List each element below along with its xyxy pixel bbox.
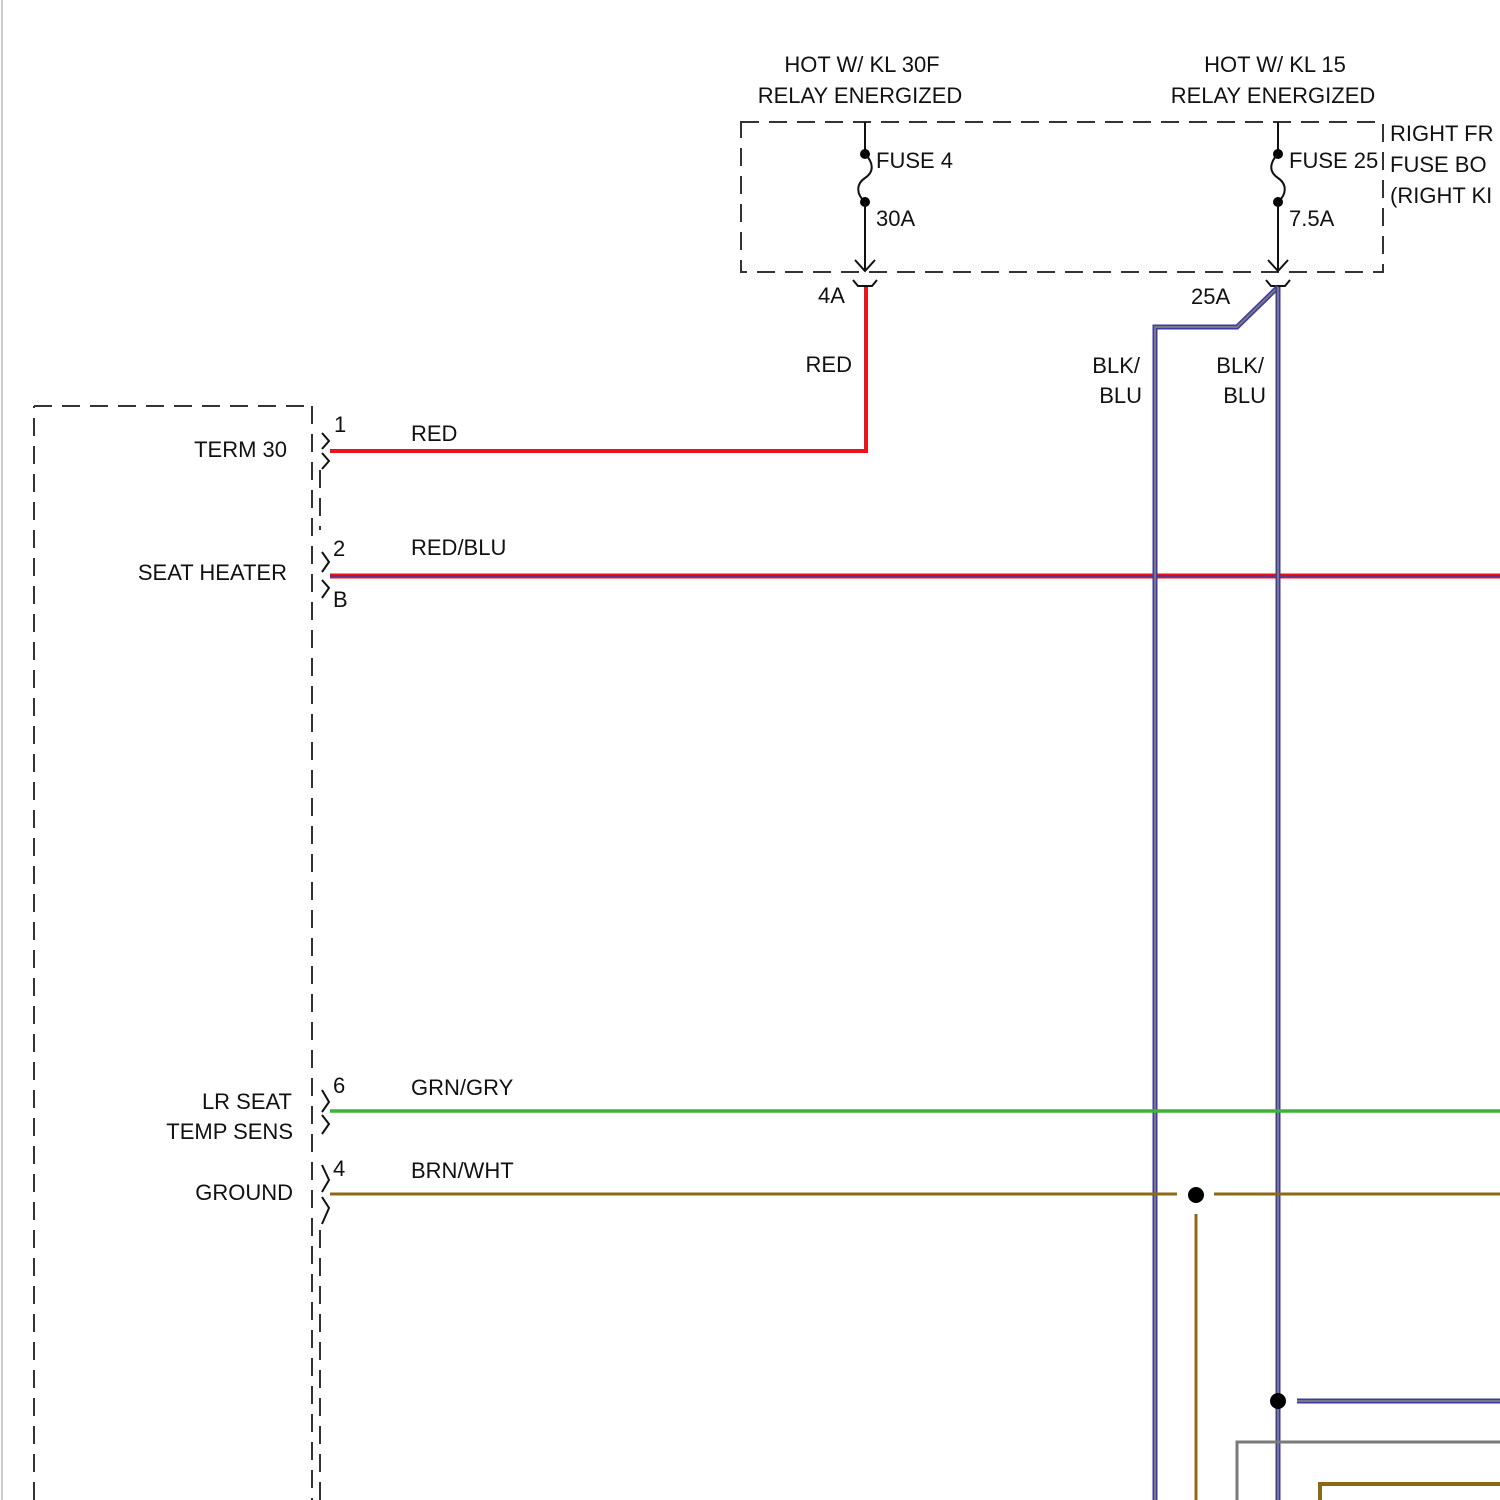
pin-brackets xyxy=(322,433,329,1224)
feed-label-kl30f-line2: RELAY ENERGIZED xyxy=(758,83,963,108)
pin-1-number: 1 xyxy=(334,412,346,437)
pin-2-wire-label: RED/BLU xyxy=(411,535,506,560)
fuse-box-outline xyxy=(741,122,1383,272)
wire-label-red-vertical: RED xyxy=(806,352,852,377)
fuse-4-name: FUSE 4 xyxy=(876,148,953,173)
pin-4-wire-label: BRN/WHT xyxy=(411,1158,514,1183)
wire-label-blkblu-right-1: BLK/ xyxy=(1216,353,1265,378)
pin-4-number: 4 xyxy=(333,1156,345,1181)
fuse-25-name: FUSE 25 xyxy=(1289,148,1378,173)
fuse-4-terminal: 4A xyxy=(818,283,845,308)
fuse-25-symbol xyxy=(1266,122,1290,286)
fuse-4-symbol xyxy=(853,122,877,286)
wire-label-blkblu-left-2: BLU xyxy=(1099,383,1142,408)
fuse-25-terminal: 25A xyxy=(1191,284,1230,309)
feed-label-kl15-line2: RELAY ENERGIZED xyxy=(1171,83,1376,108)
feed-label-kl30f-line1: HOT W/ KL 30F xyxy=(784,52,939,77)
pin-2-connector: B xyxy=(333,587,348,612)
brown-component-outline xyxy=(1320,1484,1500,1500)
wire-label-blkblu-left-1: BLK/ xyxy=(1092,353,1141,378)
pin-6-wire-label: GRN/GRY xyxy=(411,1075,514,1100)
splice-dot-blu xyxy=(1270,1393,1286,1409)
pin-6-name-line1: LR SEAT xyxy=(202,1089,292,1114)
fuse-box-label-line3: (RIGHT KI xyxy=(1390,183,1492,208)
fuse-box-label-line1: RIGHT FR xyxy=(1390,121,1493,146)
wire-blk-blu-left xyxy=(1155,287,1278,1500)
pin-4-name: GROUND xyxy=(195,1180,293,1205)
feed-label-kl15-line1: HOT W/ KL 15 xyxy=(1204,52,1346,77)
fuse-box-label-line2: FUSE BO xyxy=(1390,152,1487,177)
pin-1-name: TERM 30 xyxy=(194,437,287,462)
wire-brn-wht xyxy=(330,1194,1500,1500)
splice-dot-ground xyxy=(1188,1187,1204,1203)
wire-label-blkblu-right-2: BLU xyxy=(1223,383,1266,408)
pin-6-name-line2: TEMP SENS xyxy=(166,1119,293,1144)
pin-2-name: SEAT HEATER xyxy=(138,560,287,585)
pin-1-wire-label: RED xyxy=(411,421,457,446)
pin-2-number: 2 xyxy=(333,536,345,561)
fuse-4-rating: 30A xyxy=(876,206,915,231)
pin-6-number: 6 xyxy=(333,1073,345,1098)
fuse-25-rating: 7.5A xyxy=(1289,206,1335,231)
